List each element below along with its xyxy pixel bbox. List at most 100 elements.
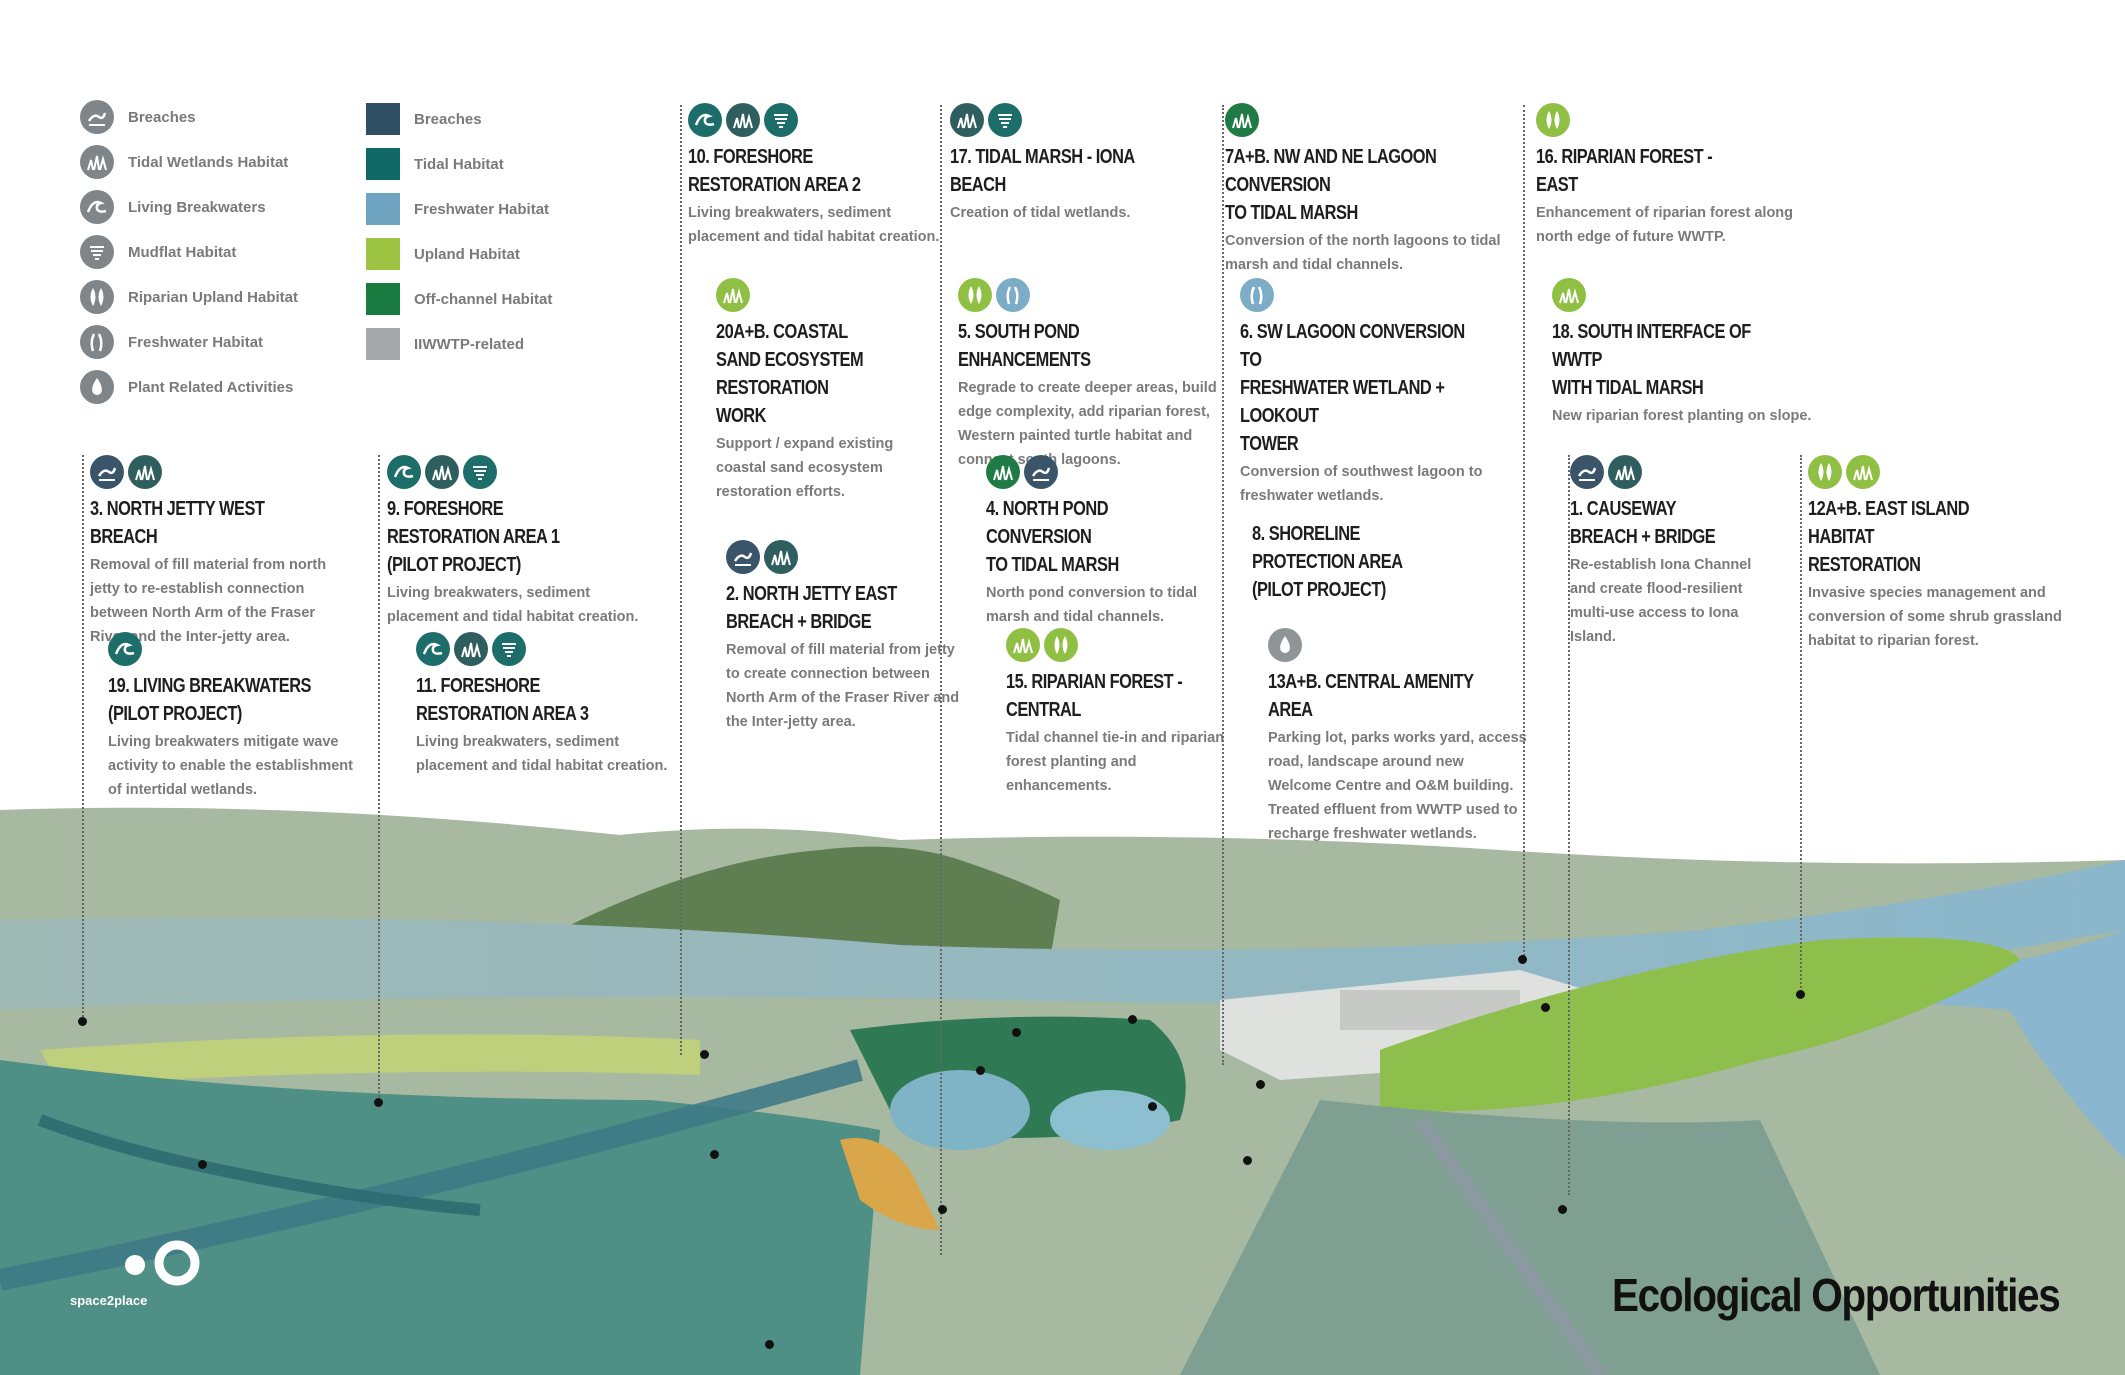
mudflat-icon [764, 103, 798, 137]
callout-description: Creation of tidal wetlands. [950, 205, 1131, 221]
callout-c17: 17. Tidal Marsh - Iona BeachCreation of … [950, 103, 1190, 225]
callout-title: 5. South Pond Enhancements [958, 321, 1091, 371]
legend-label: Plant Related Activities [128, 378, 294, 396]
legend-swatch-item: IIWWTP-related [366, 328, 524, 360]
legend-swatch-item: Upland Habitat [366, 238, 520, 270]
color-swatch [366, 193, 400, 225]
breach-icon [726, 540, 760, 574]
wave-icon [80, 190, 114, 224]
callout-description: Tidal channel tie-in and riparian forest… [1006, 730, 1225, 794]
callout-title: 10. Foreshore Restoration Area 2 [688, 146, 861, 196]
color-swatch [366, 328, 400, 360]
legend-label: Mudflat Habitat [128, 243, 237, 261]
tidal-wetland-icon [1552, 278, 1586, 312]
callout-description: Parking lot, parks works yard, access ro… [1268, 730, 1527, 842]
callout-icons [1552, 278, 1812, 312]
tidal-wetland-icon [80, 145, 114, 179]
callout-description: Living breakwaters mitigate wave activit… [108, 734, 353, 798]
legend-label: Off-channel Habitat [414, 290, 553, 308]
legend-icon-item: Tidal Wetlands Habitat [80, 145, 288, 179]
tidal-wetland-icon [1846, 455, 1880, 489]
callout-title: 15. Riparian Forest - Central [1006, 671, 1183, 721]
marker-dot [1128, 1015, 1137, 1024]
callout-title: 16. Riparian Forest - East [1536, 146, 1713, 196]
wave-icon [416, 632, 450, 666]
drop-icon [80, 370, 114, 404]
callout-icons [950, 103, 1190, 137]
callout-c18: 18. South Interface of WWTP with Tidal M… [1552, 278, 1812, 428]
mudflat-icon [988, 103, 1022, 137]
leader-line [82, 455, 84, 1025]
callout-icons [958, 278, 1228, 312]
legend-swatch-item: Freshwater Habitat [366, 193, 549, 225]
mudflat-icon [492, 632, 526, 666]
callout-icons [1006, 628, 1226, 662]
mudflat-icon [80, 235, 114, 269]
leader-line [1222, 105, 1224, 1065]
leader-line [1523, 105, 1525, 960]
callout-c6: 6. SW Lagoon Conversion to Freshwater We… [1240, 278, 1520, 508]
callout-c1: 1. Causeway Breach + BridgeRe-establish … [1570, 455, 1780, 649]
tidal-hatch [0, 1060, 880, 1375]
callout-title: 1. Causeway Breach + Bridge [1570, 498, 1716, 548]
callout-icons [1240, 278, 1520, 312]
marker-dot [1243, 1156, 1252, 1165]
marker-dot [938, 1205, 947, 1214]
sand-area [840, 1138, 940, 1230]
tidal-wetland-icon [726, 103, 760, 137]
legend-icon-item: Mudflat Habitat [80, 235, 236, 269]
callout-icons [387, 455, 657, 489]
page-title: Ecological Opportunities [1611, 1269, 2061, 1321]
marker-dot [1148, 1102, 1157, 1111]
callout-description: Conversion of southwest lagoon to freshw… [1240, 464, 1483, 504]
callout-c10: 10. Foreshore Restoration Area 2 Living b… [688, 103, 948, 249]
callout-icons [986, 455, 1216, 489]
callout-c3: 3. North Jetty West BreachRemoval of fil… [90, 455, 345, 649]
callout-title: 4. North Pond Conversion to Tidal Marsh [986, 498, 1119, 576]
callout-icons [1808, 455, 2078, 489]
riparian-east [1380, 937, 2020, 1112]
marker-dot [78, 1017, 87, 1026]
callout-c16: 16. Riparian Forest - EastEnhancement of… [1536, 103, 1796, 249]
callout-title: 20A+B. Coastal Sand Ecosystem Restoratio… [716, 321, 864, 427]
callout-c13: 13A+B. Central Amenity AreaParking lot, … [1268, 628, 1528, 846]
callout-description: Living breakwaters, sediment placement a… [688, 205, 940, 245]
marker-dot [976, 1066, 985, 1075]
freshwater-icon [996, 278, 1030, 312]
tidal-wetland-icon [1225, 103, 1259, 137]
causeway [1414, 1115, 1606, 1375]
north-jetty [0, 1059, 863, 1291]
callout-description: New riparian forest planting on slope. [1552, 408, 1812, 424]
south-pond [1050, 1090, 1170, 1150]
wave-icon [387, 455, 421, 489]
callout-c19: 19. Living Breakwaters (Pilot Project) Li… [108, 632, 368, 802]
tidal-wetland-icon [128, 455, 162, 489]
legend-icon-item: Breaches [80, 100, 196, 134]
breakwater-west [37, 1114, 481, 1216]
legend-label: Riparian Upland Habitat [128, 288, 299, 306]
callout-description: North pond conversion to tidal marsh and… [986, 585, 1198, 625]
upland-west [40, 1034, 700, 1085]
marker-dot [374, 1098, 383, 1107]
breach-icon [1570, 455, 1604, 489]
legend-label: Freshwater Habitat [414, 200, 550, 218]
callout-c2: 2. North Jetty East Breach + BridgeRemov… [726, 540, 966, 734]
color-swatch [366, 238, 400, 270]
riparian-icon [1808, 455, 1842, 489]
north-pond [890, 1070, 1030, 1150]
color-swatch [366, 148, 400, 180]
callout-description: Enhancement of riparian forest along nor… [1536, 205, 1794, 245]
freshwater-icon [1240, 278, 1274, 312]
breach-icon [1024, 455, 1058, 489]
breach-icon [90, 455, 124, 489]
callout-c7: 7A+B. NW and NE Lagoon Conversion to Tid… [1225, 103, 1515, 277]
callout-title: 8. Shoreline Protection Area (Pilot Proj… [1252, 523, 1403, 601]
callout-title: 17. Tidal Marsh - Iona Beach [950, 146, 1135, 196]
legend-label: Living Breakwaters [128, 198, 266, 216]
callout-title: 19. Living Breakwaters (Pilot Project) [108, 675, 312, 725]
riparian-icon [1536, 103, 1570, 137]
marker-dot [1518, 955, 1527, 964]
